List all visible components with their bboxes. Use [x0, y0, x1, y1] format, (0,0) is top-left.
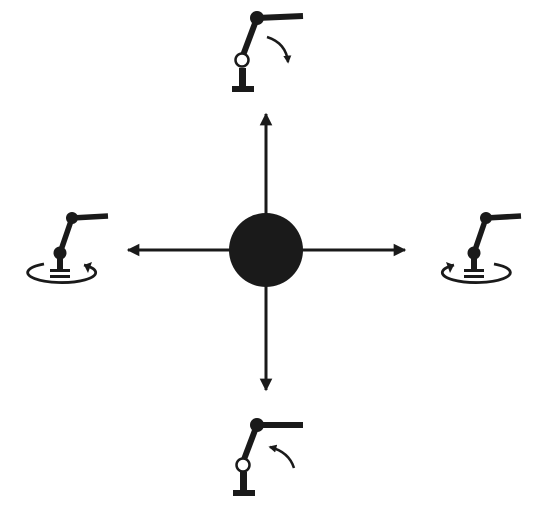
direction-arrows: [126, 112, 407, 392]
robot-arm-base-rotate-right-icon: [440, 212, 522, 284]
robot-arm-shoulder-rotate-down-icon: [232, 11, 304, 92]
robot-arm-base-rotate-left-icon: [26, 212, 109, 284]
robot-arm-shoulder-rotate-up-icon: [233, 418, 303, 496]
joystick-knob-icon[interactable]: [229, 213, 303, 287]
